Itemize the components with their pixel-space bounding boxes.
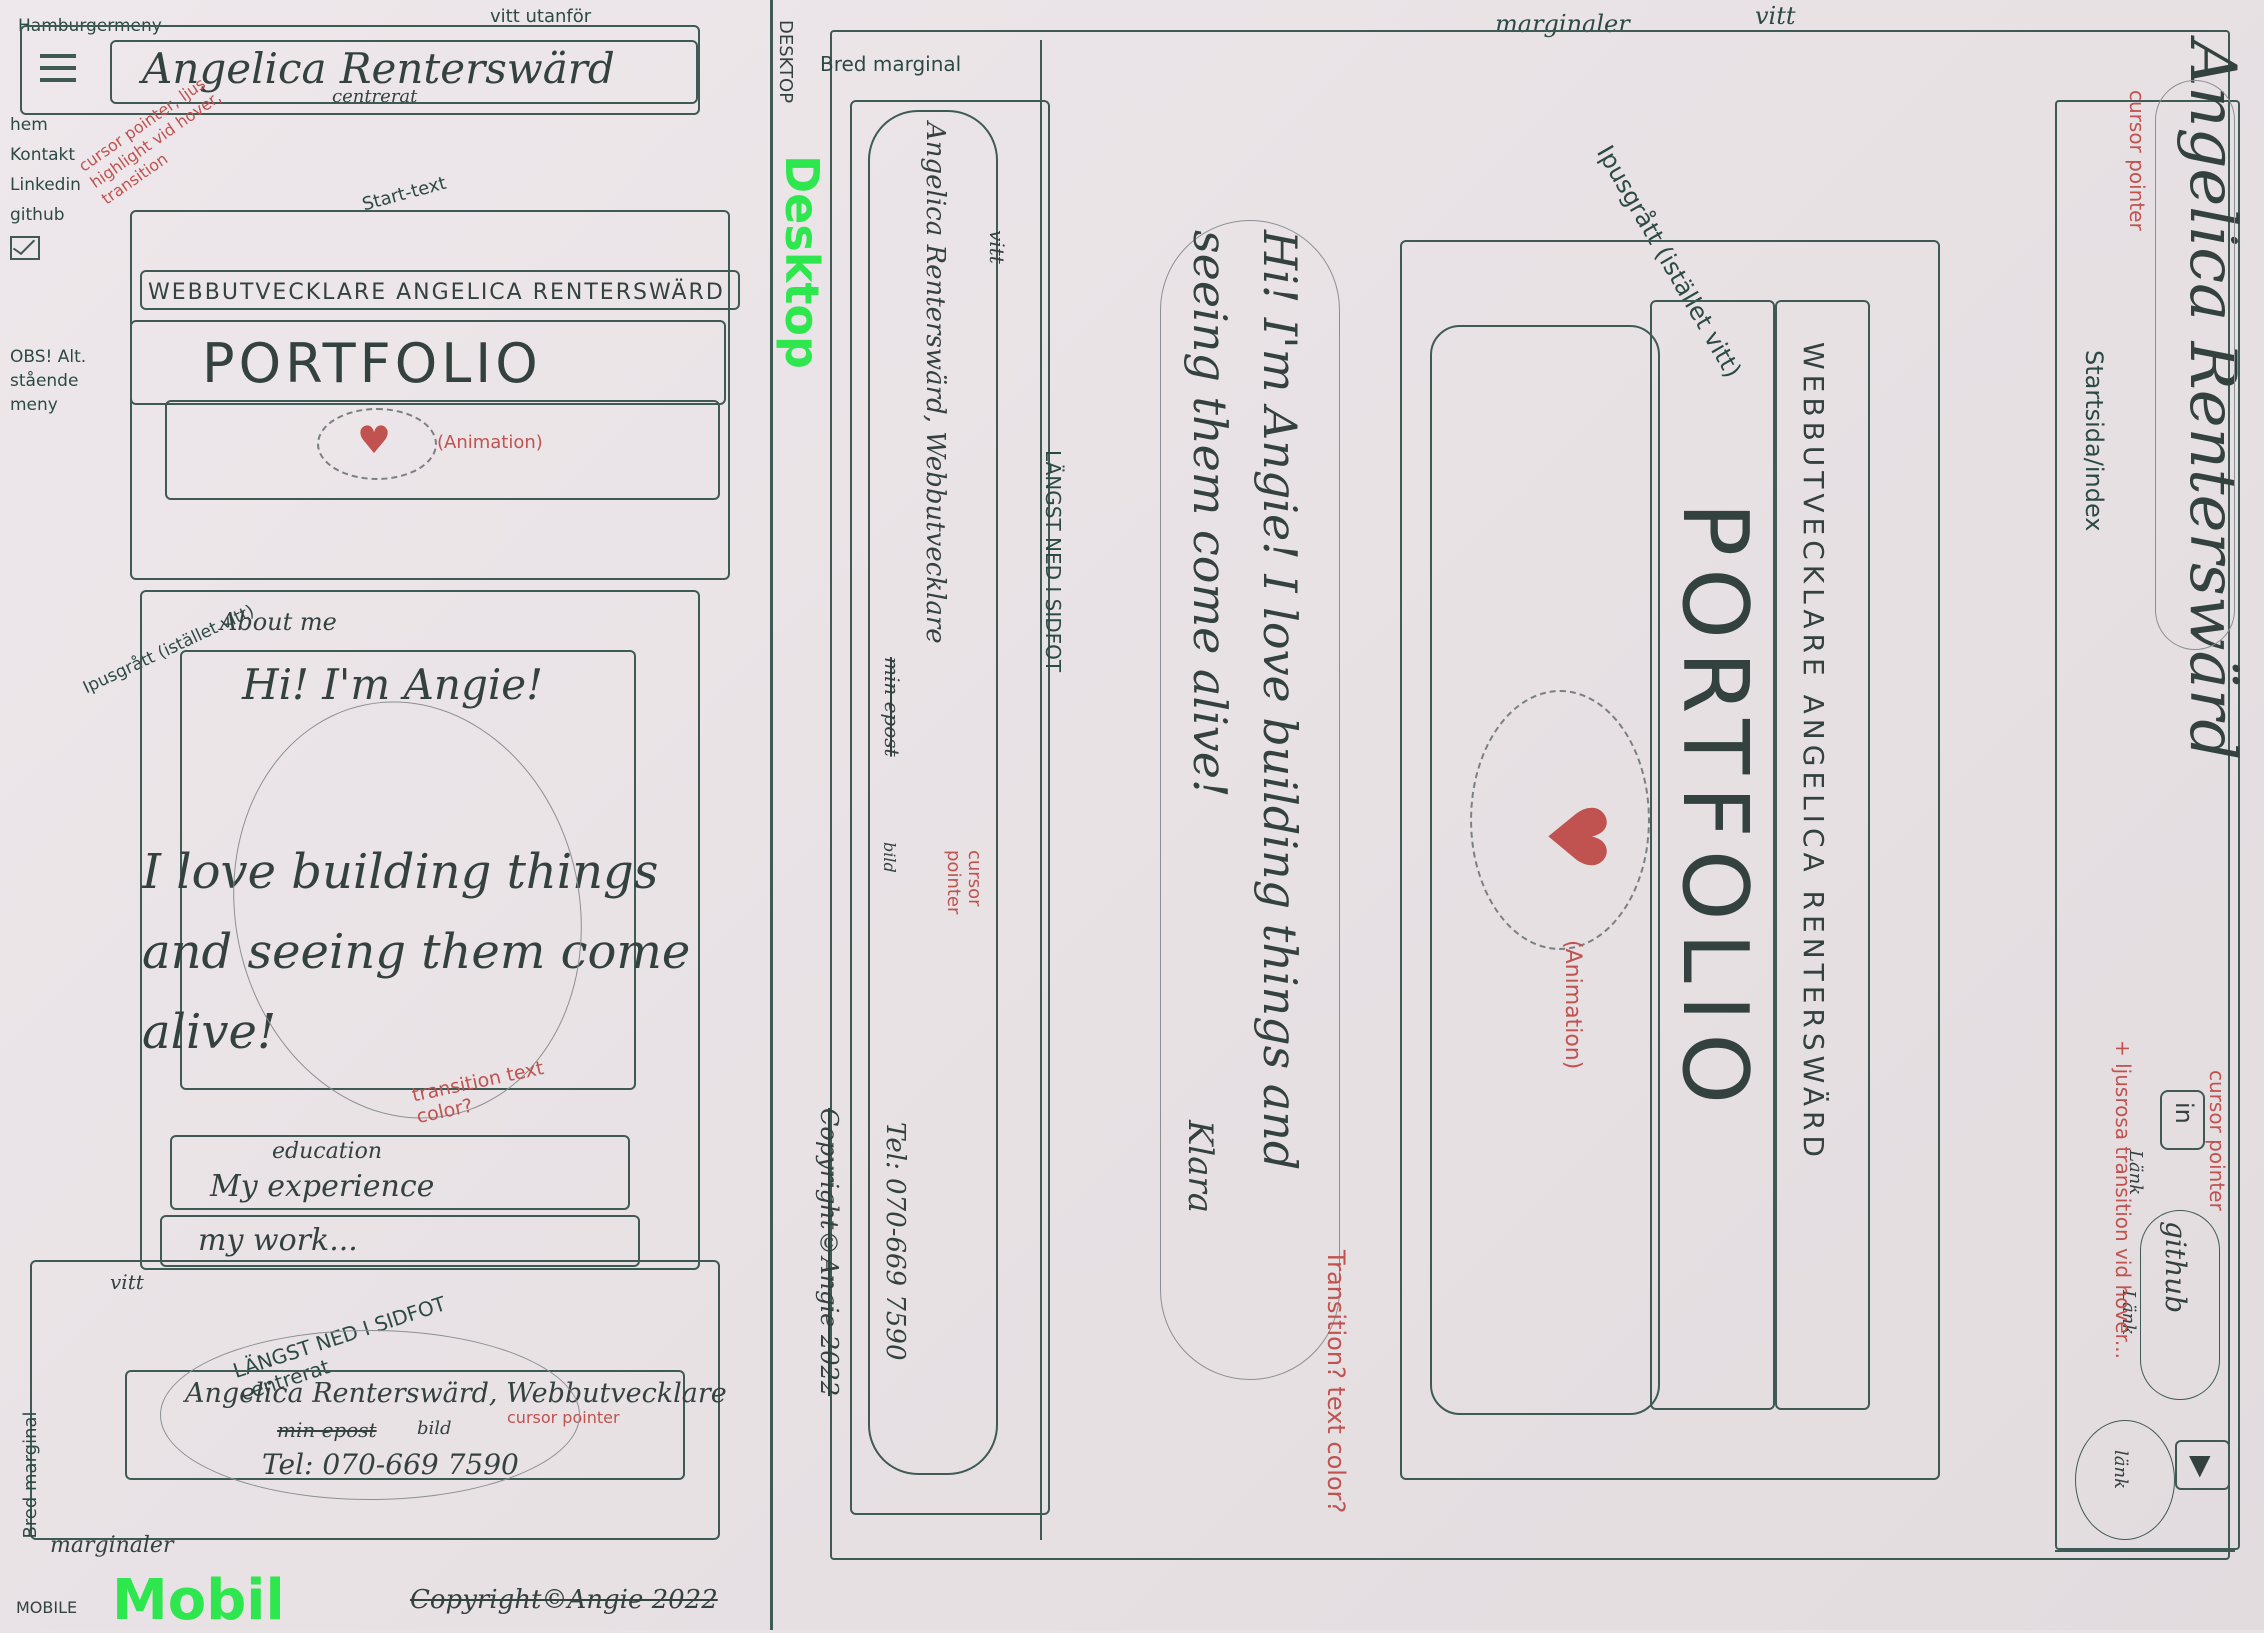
desktop-icon-label-3: länk (2110, 1450, 2131, 1489)
mobile-animation-note: (Animation) (437, 432, 543, 453)
desktop-hero-left-panel (1430, 325, 1660, 1415)
desktop-label: Desktop (775, 155, 829, 369)
mobile-white-note: vitt utanför (490, 6, 592, 27)
mobile-header: Angelica Renterswärd centrerat (110, 40, 698, 107)
mobile-work: my work... (198, 1223, 358, 1258)
desktop-divider-1 (1040, 40, 1042, 1540)
mobile-header-sub: centrerat (332, 86, 418, 107)
desktop-icon-label-1: Länk (2125, 1150, 2146, 1196)
mobile-greeting: Hi! I'm Angie! (242, 660, 544, 709)
desktop-margin-note: Bred marginal (820, 52, 962, 76)
mobile-intro: I love building things and seeing them c… (142, 844, 691, 1060)
desktop-cursor-pointer2: cursor pointer (2205, 1070, 2229, 1211)
mobile-role-box: WEBBUTVECKLARE ANGELICA RENTERSWÄRD (140, 270, 740, 310)
menu-item-github[interactable]: github (10, 205, 65, 225)
desktop-mail-circle (2075, 1420, 2175, 1540)
mobile-header-name: Angelica Renterswärd (142, 44, 615, 93)
mail-icon[interactable] (10, 235, 40, 260)
desktop-animation-note: (Animation) (1560, 940, 1585, 1070)
animation-dash-ring (317, 408, 437, 480)
desktop-footer-box: Angelica Renterswärd, Webbutvecklare min… (868, 110, 998, 1475)
desktop-nav-startsida: Startsida/index (2080, 350, 2108, 532)
mail-icon[interactable]: ▼ (2175, 1440, 2230, 1490)
mobile-about-box: Hi! I'm Angie! I love building things an… (142, 650, 690, 1090)
desktop-nav-name-circle (2155, 80, 2235, 650)
desktop-portfolio: PORTFOLIO (1662, 502, 1767, 1117)
desktop-transition-note: Transition? text color? (1322, 1250, 1350, 1514)
mobile-role-line: WEBBUTVECKLARE ANGELICA RENTERSWÄRD (148, 280, 725, 305)
mobile-header-outer (20, 25, 700, 115)
page-divider (770, 0, 773, 1630)
desktop-top-note: marginaler (1495, 10, 1630, 38)
mobile-experience-box[interactable]: education My experience (170, 1135, 630, 1210)
mail-glyph: ▼ (2189, 1448, 2211, 1481)
desktop-footer-column (850, 100, 1050, 1515)
desktop-signature: Klara (1180, 1120, 1220, 1214)
desktop-footer-name[interactable]: Angelica Renterswärd, Webbutvecklare (920, 122, 950, 644)
hamburger-icon[interactable] (40, 50, 76, 84)
mobile-start-text-label: Start-text (360, 172, 449, 216)
desktop-footer-tel[interactable]: Tel: 070-669 7590 (880, 1122, 910, 1361)
mobile-animation-box: ♥ (Animation) (165, 400, 720, 500)
desktop-side-label: DESKTOP (775, 20, 796, 104)
menu-item-home[interactable]: hem (10, 115, 48, 135)
desktop-nav-bottom (2055, 1550, 2235, 1552)
mobile-side-menu: hem Kontakt Linkedin github (10, 110, 90, 260)
desktop-footer-white: vitt (985, 230, 1009, 264)
desktop-icon-label-2: Länk (2118, 1290, 2139, 1336)
desktop-copyright: Copyright©Angie 2022 (815, 1108, 843, 1397)
mobile-portfolio-box: PORTFOLIO (130, 320, 726, 405)
desktop-hero-outer (1400, 240, 1940, 1480)
desktop-footer-note: LÄNGST NED I SIDFOT (1041, 450, 1065, 673)
desktop-footer-bild: bild (880, 842, 899, 873)
desktop-portfolio-box: PORTFOLIO (1650, 300, 1775, 1410)
desktop-greeting-circle (1160, 220, 1340, 1380)
linkedin-icon[interactable]: in (2160, 1090, 2205, 1150)
desktop-greeting: Hi! I'm Angie! I love building things an… (1183, 230, 1307, 1171)
desktop-footer-email[interactable]: min epost (880, 657, 904, 757)
mobile-side-note: OBS! Alt. stående meny (10, 347, 87, 415)
desktop-role-line: WEBBUTVECKLARE ANGELICA RENTERSWÄRD (1797, 342, 1830, 1162)
mobile-margin-note: Bred marginal (20, 1411, 41, 1539)
desktop-icon-note: + ljusrosa transition vid hover... (2111, 1040, 2135, 1359)
mobile-work-box[interactable]: my work... (160, 1215, 640, 1267)
menu-item-contact[interactable]: Kontakt (10, 145, 76, 165)
mobile-footer-outer (30, 1260, 720, 1540)
mobile-label: Mobil (112, 1568, 285, 1633)
mobile-footer-circle (160, 1330, 580, 1500)
desktop-page-frame (830, 30, 2230, 1560)
desktop-animation-ring (1470, 690, 1650, 950)
desktop-footer-cursor: cursor pointer (943, 850, 985, 915)
mobile-about-outer (140, 590, 700, 1270)
mobile-small-label: MOBILE (16, 1598, 78, 1617)
mobile-copyright: Copyright©Angie 2022 (410, 1585, 718, 1615)
mobile-footer-white: vitt (110, 1270, 144, 1294)
desktop-white-note: vitt (1755, 2, 1796, 30)
github-icon[interactable]: github (2140, 1210, 2220, 1400)
mobile-experience: My experience (210, 1169, 435, 1204)
mobile-education: education (272, 1139, 382, 1164)
menu-item-linkedin[interactable]: Linkedin (10, 175, 81, 195)
desktop-nav-column (2055, 100, 2240, 1550)
mobile-margin-bottom: marginaler (50, 1533, 174, 1558)
desktop-nav-cursor: cursor pointer (2125, 90, 2149, 231)
desktop-role-box: WEBBUTVECKLARE ANGELICA RENTERSWÄRD (1775, 300, 1870, 1410)
mobile-portfolio: PORTFOLIO (202, 332, 542, 395)
mobile-about-heading: About me (220, 608, 337, 636)
